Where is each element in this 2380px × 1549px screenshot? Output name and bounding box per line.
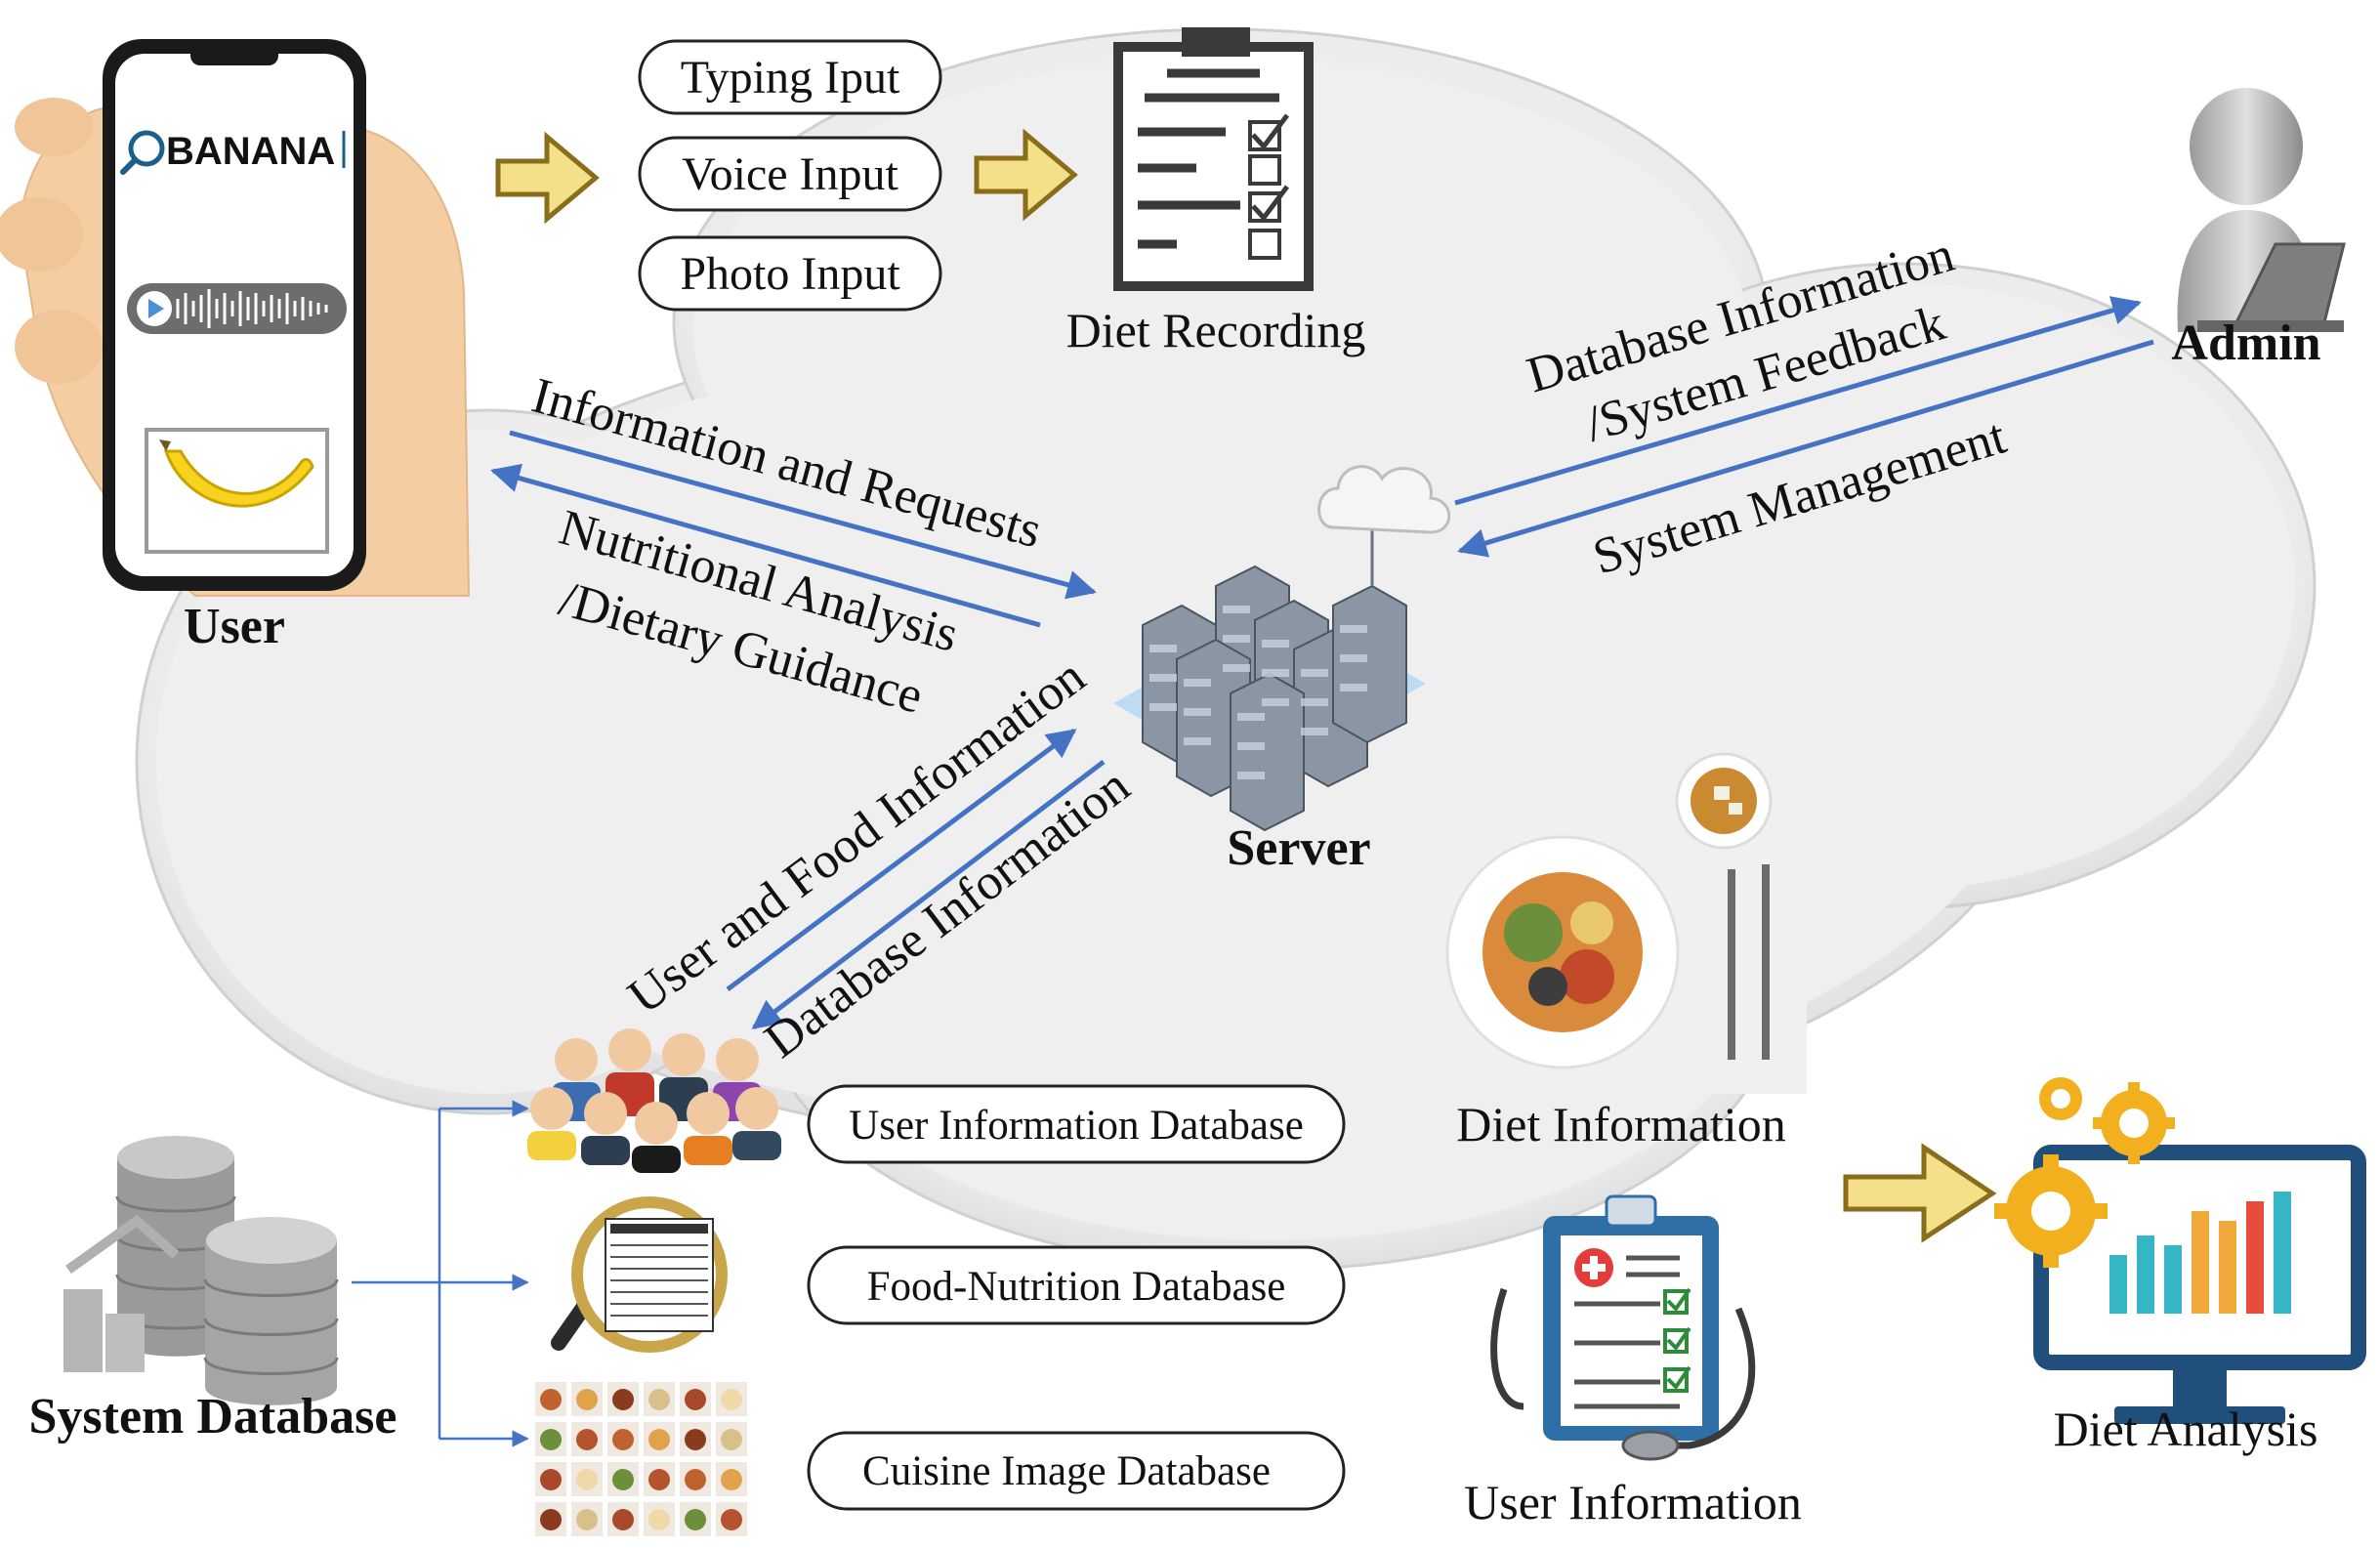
cuisine-dish-icon <box>685 1389 706 1410</box>
arrow-server-to-db <box>751 760 1106 1029</box>
gear-icon <box>1994 1077 2175 1268</box>
photo-input-label: Photo Input <box>680 248 900 300</box>
diet-information-photo <box>1441 728 1807 1094</box>
typing-input-pill <box>638 39 942 115</box>
cuisine-dish-icon <box>576 1469 598 1490</box>
cuisine-dish-icon <box>721 1469 742 1490</box>
arrow-db-to-server <box>726 728 1077 992</box>
flow-arrows <box>490 296 2154 1029</box>
cuisine-dish-icon <box>576 1389 598 1410</box>
cuisine-dish-icon <box>612 1509 634 1530</box>
cuisine-dish-icon <box>576 1509 598 1530</box>
user-label: User <box>184 599 285 654</box>
cuisine-dish-icon <box>648 1509 670 1530</box>
cuisine-dish-icon <box>612 1389 634 1410</box>
cuisine-dish-icon <box>721 1509 742 1530</box>
admin-label: Admin <box>2171 315 2320 371</box>
database-connectors <box>352 1100 529 1447</box>
server-label: Server <box>1227 820 1370 876</box>
photo-input-pill <box>638 235 942 312</box>
database-cylinders-icon <box>63 1136 339 1405</box>
clipboard-icon <box>1113 27 1314 291</box>
cuisine-dish-icon <box>540 1509 562 1530</box>
cuisine-dish-icon <box>685 1509 706 1530</box>
food-nutrition-database-pill <box>807 1245 1346 1325</box>
cuisine-dish-icon <box>540 1389 562 1410</box>
cuisine-dish-icon <box>721 1429 742 1450</box>
typing-input-label: Typing Iput <box>681 52 900 104</box>
banana-icon <box>163 449 314 508</box>
cuisine-image-database-pill <box>807 1431 1346 1511</box>
medical-record-icon <box>1490 1194 1756 1461</box>
diet-analysis-label: Diet Analysis <box>2054 1402 2318 1456</box>
database-list: User Information Database Food-Nutrition… <box>807 1084 1346 1511</box>
block-arrow-inputs-to-recording <box>974 128 1078 222</box>
admin-icon <box>2177 88 2346 332</box>
arrow-admin-to-server <box>1457 339 2154 558</box>
cloud-icon <box>1317 465 1451 534</box>
input-methods: Typing Iput Voice Input Photo Input <box>638 39 942 312</box>
user-information-database-pill <box>807 1084 1346 1164</box>
bar-chart-icon <box>2109 1192 2291 1314</box>
cuisine-dish-icon <box>612 1469 634 1490</box>
arrow-server-to-admin <box>1454 296 2142 506</box>
block-arrow-to-diet-analysis <box>1843 1143 1997 1243</box>
server-icon <box>1113 465 1451 832</box>
cuisine-dish-icon <box>685 1469 706 1490</box>
food-nutrition-database-label: Food-Nutrition Database <box>867 1264 1286 1310</box>
user-information-label: User Information <box>1464 1475 1802 1529</box>
people-group-icon <box>527 1028 781 1173</box>
diet-recording-label: Diet Recording <box>1066 303 1366 357</box>
user-information-database-label: User Information Database <box>849 1103 1304 1149</box>
cuisine-dish-icon <box>721 1389 742 1410</box>
cuisine-dish-icon <box>540 1429 562 1450</box>
voice-input-label: Voice Input <box>682 148 898 200</box>
stethoscope-icon <box>1490 1287 1756 1449</box>
cuisine-dish-icon <box>685 1429 706 1450</box>
diet-information-label: Diet Information <box>1456 1097 1785 1151</box>
search-icon <box>120 130 165 175</box>
photo-frame <box>145 428 329 554</box>
cuisine-dish-icon <box>540 1469 562 1490</box>
cuisine-dish-icon <box>648 1469 670 1490</box>
analytics-monitor-icon <box>1994 1077 2366 1424</box>
voice-message-bar <box>127 283 347 334</box>
arrow-server-to-user <box>490 463 1041 628</box>
arrow-user-to-server <box>509 430 1097 600</box>
voice-input-pill <box>638 136 942 212</box>
cuisine-dish-icon <box>648 1389 670 1410</box>
block-arrow-phone-to-inputs <box>495 131 600 225</box>
user-phone-illustration: BANANA <box>0 39 471 597</box>
cuisine-image-database-label: Cuisine Image Database <box>862 1448 1271 1494</box>
system-database-label: System Database <box>29 1389 397 1444</box>
phone-search-text: BANANA <box>166 130 335 173</box>
cuisine-dish-icon <box>648 1429 670 1450</box>
cuisine-dish-icon <box>576 1429 598 1450</box>
cuisine-image-grid <box>535 1382 747 1536</box>
cuisine-dish-icon <box>612 1429 634 1450</box>
nutrition-facts-magnifier-icon <box>551 1196 728 1353</box>
